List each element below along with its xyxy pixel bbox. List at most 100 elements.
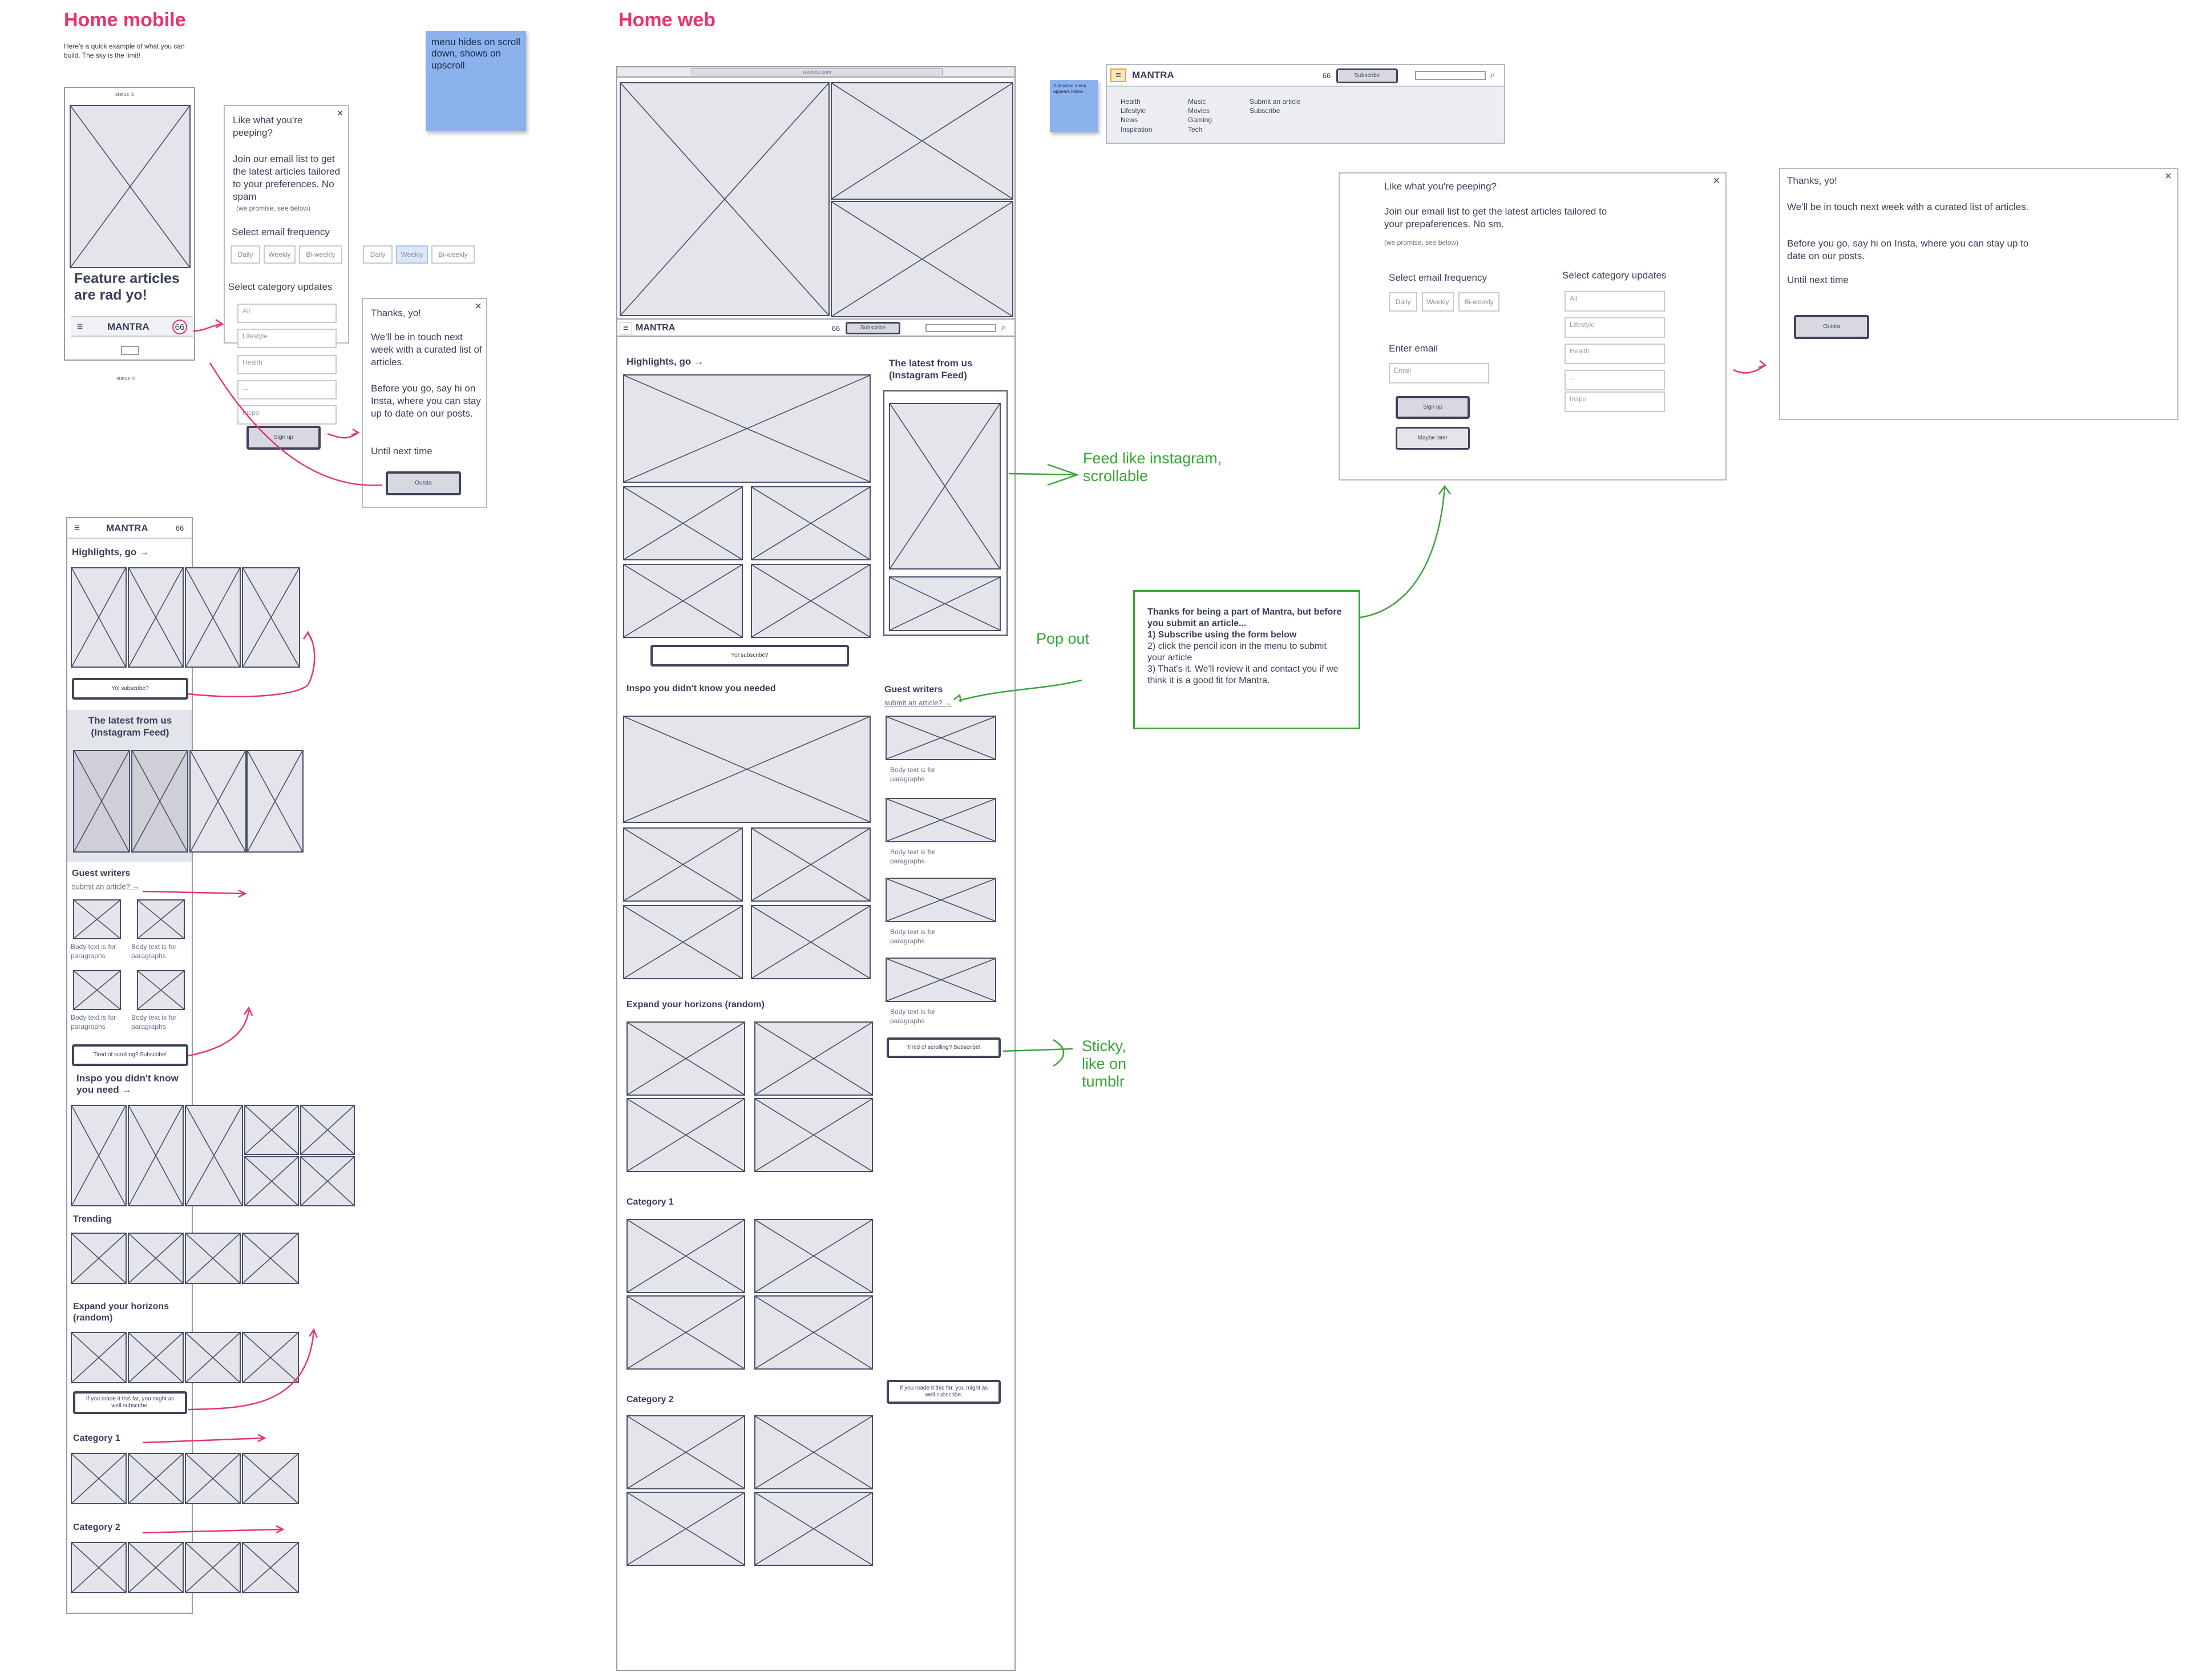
cat-option-inspo[interactable]: Inspo [237,405,337,425]
menu-subscribe-button[interactable]: Subscribe [1336,68,1398,83]
w-insta-2 [889,576,1001,631]
m-tired-subscribe-button[interactable]: Tired of scrolling? Subscribe! [72,1044,188,1066]
menu-item-tech[interactable]: Tech [1188,125,1203,134]
w-guest-caption-3: Body text is for paragraphs [890,928,936,945]
placeholder-x-icon [245,1157,298,1205]
placeholder-x-icon [890,404,1000,568]
placeholder-x-icon [752,487,870,559]
cat-option-health[interactable]: Health [237,355,337,374]
web-cat-more[interactable]: ... [1565,370,1665,390]
w-insta-feed-frame[interactable] [883,390,1008,636]
m-cat1-heading: Category 1 [73,1433,120,1443]
search-icon[interactable]: ⌕ [1490,70,1495,80]
freq-weekly-selected[interactable]: Weekly [396,245,428,264]
subscribe-quote-icon[interactable]: 66 [172,320,187,334]
placeholder-x-icon [72,1333,126,1382]
web-search-input[interactable] [925,324,996,332]
w-guest-link[interactable]: submit an article? → [884,698,952,707]
menu-item-movies[interactable]: Movies [1188,107,1210,115]
close-icon[interactable]: × [2165,170,2172,183]
web-subscribe-button[interactable]: Subscribe [846,322,900,334]
quote-icon[interactable]: 66 [1322,71,1331,80]
web-signup-button[interactable]: Sign up [1396,396,1470,419]
menu-search-input[interactable] [1415,71,1486,80]
placeholder-x-icon [186,1234,240,1283]
web-freq-biweekly[interactable]: Bi-weekly [1458,292,1499,312]
cat-option-more[interactable]: ... [237,380,337,399]
w-cat2-3 [626,1492,745,1566]
menu-item-lifestyle[interactable]: Lifestyle [1121,107,1146,115]
web-modal-heading: Like what you're peeping? [1384,181,1497,192]
hamburger-menu-icon[interactable]: ≡ [76,320,83,332]
m-cat2-3 [185,1542,241,1593]
m-insta-2 [131,750,188,853]
placeholder-x-icon [132,751,187,851]
web-cat-inspo[interactable]: Inspo [1565,391,1665,412]
menu-item-music[interactable]: Music [1188,98,1206,106]
w-guest-caption-4: Body text is for paragraphs [890,1008,936,1025]
web-freq-daily[interactable]: Daily [1389,292,1417,312]
placeholder-x-icon [624,906,742,978]
m-cat2-heading: Category 2 [73,1522,120,1532]
web-nav-bar: ≡ MANTRA 66 Subscribe ⌕ [617,318,1014,337]
web-cat-all[interactable]: All [1565,291,1665,312]
close-icon[interactable]: × [475,300,482,313]
hamburger-menu-icon[interactable]: ≡ [620,322,632,334]
m-yo-subscribe-button[interactable]: Yo! subscribe? [72,678,188,700]
freq-daily-alt[interactable]: Daily [363,245,393,264]
m-highlight-2 [128,567,184,668]
freq-biweekly[interactable]: Bi-weekly [299,245,342,264]
placeholder-x-icon [74,971,120,1009]
menu-item-inspiration[interactable]: Inspiration [1121,125,1153,134]
w-insta-1 [889,403,1001,570]
m-made-it-subscribe-button[interactable]: If you made it this far, you might as we… [73,1391,187,1414]
m-guest-link[interactable]: submit an article? → [72,882,140,891]
quote-icon[interactable]: 66 [831,324,840,333]
close-icon[interactable]: × [1713,175,1720,187]
menu-col-1: Health Lifestyle News Inspiration [1121,97,1152,134]
menu-brand: MANTRA [1132,70,1174,80]
freq-biweekly-alt[interactable]: Bi-weekly [431,245,475,264]
close-icon[interactable]: × [337,107,343,120]
m-inspo-6 [244,1156,299,1206]
placeholder-x-icon [243,568,299,667]
subscribe-quote-icon[interactable]: 66 [175,523,184,532]
hamburger-menu-icon[interactable]: ≡ [74,522,80,533]
web-cat-lifestyle[interactable]: Lifestyle [1565,317,1665,338]
w-made-it-subscribe-button[interactable]: If you made it this far, you might as we… [887,1380,1001,1404]
web-thanks-p1: We'll be in touch next week with a curat… [1787,201,2029,212]
w-yo-subscribe-button[interactable]: Yo! subscribe? [650,645,849,667]
outsta-button[interactable]: Outsta [386,471,461,495]
freq-weekly[interactable]: Weekly [264,245,296,264]
hamburger-menu-icon-active[interactable]: ≡ [1110,68,1126,82]
m-guest-caption-2: Body text is for paragraphs [131,943,177,960]
web-cat-health[interactable]: Health [1565,344,1665,364]
menu-item-gaming[interactable]: Gaming [1188,116,1212,124]
search-icon[interactable]: ⌕ [1001,323,1006,333]
w-expand-3 [626,1098,745,1172]
sticky-note-subscribe-menu: Subscribe menu appears below [1050,80,1098,132]
mobile-signup-button[interactable]: Sign up [246,426,321,450]
web-freq-weekly[interactable]: Weekly [1422,292,1454,312]
cat-option-all[interactable]: All [237,304,337,323]
m-guest-4 [137,970,185,1010]
m-inspo-4 [244,1105,299,1155]
menu-item-news[interactable]: News [1121,116,1138,124]
web-email-input[interactable]: Email [1389,363,1489,383]
web-outsta-button[interactable]: Outsta [1794,315,1869,339]
m-guest-caption-1: Body text is for paragraphs [71,943,116,960]
w-cat2-1 [626,1415,745,1489]
menu-item-subscribe[interactable]: Subscribe [1250,107,1280,115]
cat-option-lifestyle[interactable]: Lifestyle [237,329,337,348]
web-maybe-later-button[interactable]: Maybe later [1396,427,1470,450]
browser-url-bar[interactable]: website.com [692,68,943,75]
placeholder-x-icon [72,1106,126,1205]
w-tired-subscribe-button[interactable]: Tired of scrolling? Subscribe! [887,1037,1001,1058]
menu-item-submit[interactable]: Submit an article [1250,98,1301,106]
placeholder-x-icon [887,879,995,921]
m-insta-4 [246,750,304,853]
menu-item-health[interactable]: Health [1121,98,1141,106]
freq-daily[interactable]: Daily [231,245,260,264]
m-trending-1 [71,1233,127,1284]
placeholder-x-icon [755,1297,872,1368]
